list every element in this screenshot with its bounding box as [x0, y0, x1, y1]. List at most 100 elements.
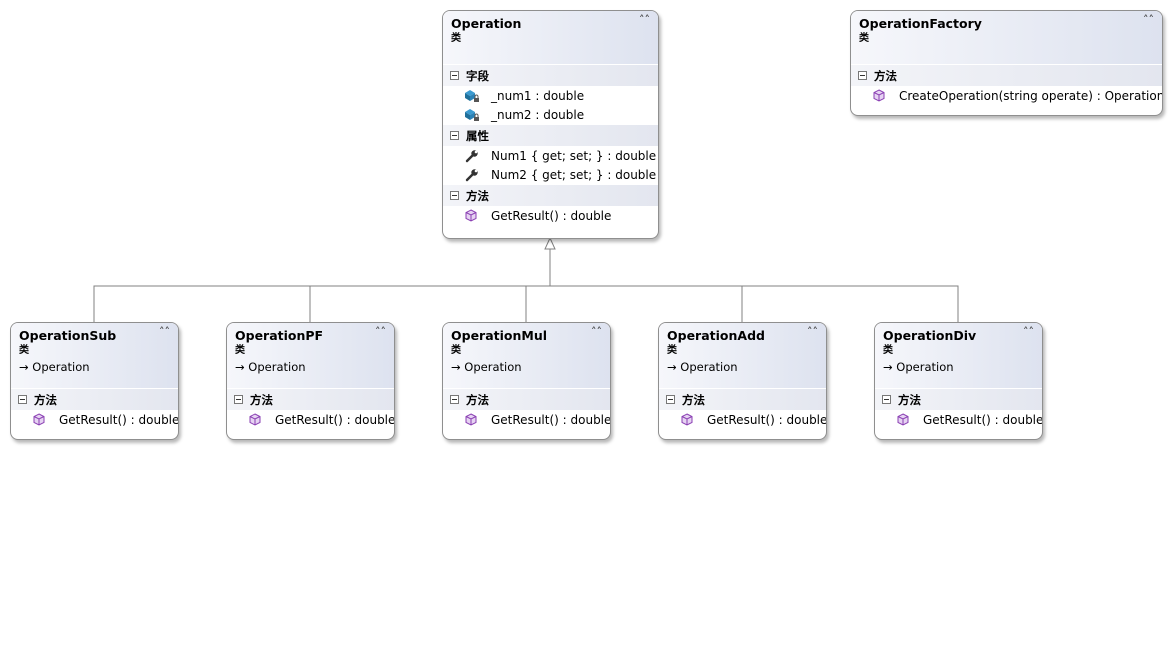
method-cube-icon: [249, 412, 261, 426]
method-item[interactable]: GetResult() : double: [443, 410, 610, 429]
section-methods-header[interactable]: 方法: [443, 388, 610, 410]
base-class-ref[interactable]: → Operation: [235, 359, 386, 375]
section-methods-header[interactable]: 方法: [11, 388, 178, 410]
minus-box-icon[interactable]: [666, 395, 675, 404]
base-class-ref[interactable]: → Operation: [667, 359, 818, 375]
base-class-name: Operation: [896, 360, 954, 374]
class-name: OperationFactory: [859, 16, 982, 31]
class-name: OperationDiv: [883, 328, 977, 343]
class-operation-add[interactable]: OperationAdd 类 → Operation ˄˄ 方法 GetResu…: [658, 322, 827, 440]
method-text: CreateOperation(string operate) : Operat…: [899, 88, 1163, 103]
field-item[interactable]: _num2 : double: [443, 105, 658, 124]
class-name: OperationAdd: [667, 328, 765, 343]
method-cube-icon: [465, 412, 477, 426]
method-text: GetResult() : double: [491, 208, 612, 223]
double-chevron-up-icon[interactable]: ˄˄: [807, 325, 818, 338]
section-label: 字段: [466, 68, 489, 83]
field-text: _num2 : double: [491, 107, 585, 122]
section-fields-header[interactable]: 字段: [443, 64, 658, 86]
method-text: GetResult() : double: [491, 412, 611, 427]
class-operation-factory[interactable]: OperationFactory 类 ˄˄ 方法 CreateOperation…: [850, 10, 1163, 116]
method-cube-icon: [897, 412, 909, 426]
double-chevron-up-icon[interactable]: ˄˄: [375, 325, 386, 338]
method-text: GetResult() : double: [59, 412, 179, 427]
arrow-right-icon: →: [451, 360, 465, 374]
section-label: 方法: [250, 392, 273, 407]
minus-box-icon[interactable]: [18, 395, 27, 404]
class-kind: 类: [859, 33, 869, 44]
class-header: OperationSub 类 → Operation ˄˄: [11, 323, 178, 388]
wrench-icon: [465, 168, 478, 181]
minus-box-icon[interactable]: [450, 131, 459, 140]
minus-box-icon[interactable]: [450, 191, 459, 200]
class-kind: 类: [235, 345, 245, 356]
class-kind: 类: [667, 345, 677, 356]
connector-div: [550, 285, 959, 323]
minus-box-icon[interactable]: [858, 71, 867, 80]
class-header: OperationMul 类 → Operation ˄˄: [443, 323, 610, 388]
method-item[interactable]: GetResult() : double: [659, 410, 826, 429]
arrow-right-icon: →: [667, 360, 681, 374]
minus-box-icon[interactable]: [450, 71, 459, 80]
base-class-ref[interactable]: → Operation: [451, 359, 602, 375]
section-methods-header[interactable]: 方法: [227, 388, 394, 410]
class-operation-mul[interactable]: OperationMul 类 → Operation ˄˄ 方法 GetResu…: [442, 322, 611, 440]
field-private-icon: [465, 89, 479, 102]
class-header: Operation 类 ˄˄: [443, 11, 658, 64]
class-kind: 类: [451, 33, 461, 44]
class-kind: 类: [19, 345, 29, 356]
wrench-icon: [465, 149, 478, 162]
class-operation-div[interactable]: OperationDiv 类 → Operation ˄˄ 方法 GetResu…: [874, 322, 1043, 440]
class-header: OperationDiv 类 → Operation ˄˄: [875, 323, 1042, 388]
double-chevron-up-icon[interactable]: ˄˄: [1143, 13, 1154, 26]
double-chevron-up-icon[interactable]: ˄˄: [1023, 325, 1034, 338]
section-label: 方法: [34, 392, 57, 407]
method-cube-icon: [873, 88, 885, 102]
base-class-ref[interactable]: → Operation: [19, 359, 170, 375]
method-cube-icon: [33, 412, 45, 426]
class-name: Operation: [451, 16, 522, 31]
section-methods-header[interactable]: 方法: [443, 184, 658, 206]
class-operation-sub[interactable]: OperationSub 类 → Operation ˄˄ 方法 GetResu…: [10, 322, 179, 440]
arrow-right-icon: →: [19, 360, 33, 374]
property-text: Num2 { get; set; } : double: [491, 167, 657, 182]
section-properties-header[interactable]: 属性: [443, 124, 658, 146]
class-header: OperationAdd 类 → Operation ˄˄: [659, 323, 826, 388]
method-text: GetResult() : double: [923, 412, 1043, 427]
section-label: 方法: [466, 392, 489, 407]
base-class-name: Operation: [32, 360, 90, 374]
section-methods-header[interactable]: 方法: [659, 388, 826, 410]
class-operation[interactable]: Operation 类 ˄˄ 字段 _num1 : double: [442, 10, 659, 239]
property-item[interactable]: Num2 { get; set; } : double: [443, 165, 658, 184]
section-methods-header[interactable]: 方法: [851, 64, 1162, 86]
section-methods-header[interactable]: 方法: [875, 388, 1042, 410]
minus-box-icon[interactable]: [450, 395, 459, 404]
double-chevron-up-icon[interactable]: ˄˄: [639, 13, 650, 26]
double-chevron-up-icon[interactable]: ˄˄: [159, 325, 170, 338]
base-class-ref[interactable]: → Operation: [883, 359, 1034, 375]
property-text: Num1 { get; set; } : double: [491, 148, 657, 163]
method-text: GetResult() : double: [707, 412, 827, 427]
base-class-name: Operation: [680, 360, 738, 374]
field-private-icon: [465, 108, 479, 121]
class-name: OperationMul: [451, 328, 548, 343]
method-cube-icon: [681, 412, 693, 426]
base-class-name: Operation: [248, 360, 306, 374]
section-label: 方法: [682, 392, 705, 407]
minus-box-icon[interactable]: [234, 395, 243, 404]
method-item[interactable]: CreateOperation(string operate) : Operat…: [851, 86, 1162, 105]
class-header: OperationFactory 类 ˄˄: [851, 11, 1162, 64]
double-chevron-up-icon[interactable]: ˄˄: [591, 325, 602, 338]
method-item[interactable]: GetResult() : double: [227, 410, 394, 429]
minus-box-icon[interactable]: [882, 395, 891, 404]
method-item[interactable]: GetResult() : double: [11, 410, 178, 429]
section-label: 属性: [466, 128, 489, 143]
property-item[interactable]: Num1 { get; set; } : double: [443, 146, 658, 165]
field-item[interactable]: _num1 : double: [443, 86, 658, 105]
method-item[interactable]: GetResult() : double: [875, 410, 1042, 429]
method-item[interactable]: GetResult() : double: [443, 206, 658, 225]
class-kind: 类: [451, 345, 461, 356]
class-operation-pf[interactable]: OperationPF 类 → Operation ˄˄ 方法 GetResul…: [226, 322, 395, 440]
method-text: GetResult() : double: [275, 412, 395, 427]
